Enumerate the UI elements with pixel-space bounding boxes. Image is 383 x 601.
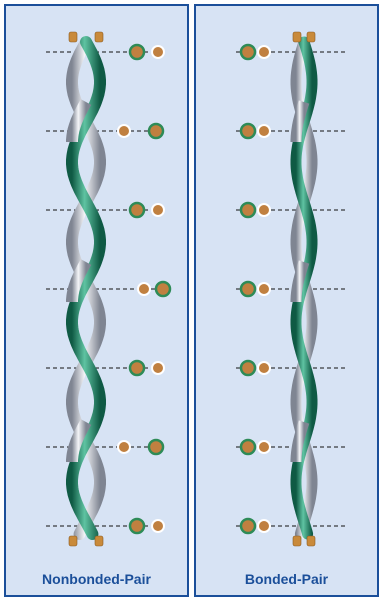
green-conductor-section-dot	[239, 43, 257, 61]
bonded-pair-caption: Bonded-Pair	[244, 571, 329, 587]
silver-conductor-segment	[66, 99, 92, 142]
copper-conductor-end	[292, 31, 302, 43]
silver-conductor-segment	[290, 100, 310, 142]
silver-conductor-section-dot	[257, 519, 271, 533]
silver-conductor-section-dot	[257, 282, 271, 296]
silver-conductor-section-dot	[151, 45, 165, 59]
silver-conductor-segment	[66, 419, 92, 462]
silver-conductor-section-dot	[257, 203, 271, 217]
silver-conductor-segment	[290, 420, 310, 462]
silver-conductor-section-dot	[117, 124, 131, 138]
copper-conductor-end	[306, 535, 316, 547]
green-conductor-section-dot	[239, 201, 257, 219]
green-conductor-section-dot	[147, 122, 165, 140]
green-conductor-section-dot	[128, 201, 146, 219]
silver-conductor-section-dot	[137, 282, 151, 296]
nonbonded-pair-diagram	[46, 31, 172, 547]
copper-conductor-end	[94, 31, 104, 43]
nonbonded-pair-caption: Nonbonded-Pair	[42, 571, 151, 587]
bonded-pair-panel: Bonded-Pair	[194, 4, 379, 597]
copper-conductor-end	[94, 535, 104, 547]
green-conductor-section-dot	[147, 438, 165, 456]
green-conductor-section-dot	[239, 438, 257, 456]
green-conductor-section-dot	[239, 359, 257, 377]
green-conductor-section-dot	[128, 359, 146, 377]
silver-conductor-section-dot	[117, 440, 131, 454]
silver-conductor-section-dot	[257, 440, 271, 454]
bonded-pair-diagram	[236, 31, 346, 547]
copper-conductor-end	[292, 535, 302, 547]
copper-conductor-end	[68, 31, 78, 43]
silver-conductor-section-dot	[257, 124, 271, 138]
nonbonded-pair-panel: Nonbonded-Pair	[4, 4, 189, 597]
green-conductor-section-dot	[128, 43, 146, 61]
green-conductor	[66, 36, 106, 540]
silver-conductor-section-dot	[151, 203, 165, 217]
silver-conductor-section-dot	[151, 519, 165, 533]
green-conductor-section-dot	[239, 517, 257, 535]
silver-conductor-section-dot	[151, 361, 165, 375]
silver-conductor-section-dot	[257, 361, 271, 375]
silver-conductor-segment	[66, 259, 92, 302]
silver-conductor-section-dot	[257, 45, 271, 59]
green-conductor-section-dot	[239, 122, 257, 140]
copper-conductor-end	[306, 31, 316, 43]
green-conductor-section-dot	[154, 280, 172, 298]
green-conductor-section-dot	[239, 280, 257, 298]
copper-conductor-end	[68, 535, 78, 547]
silver-conductor-segment	[290, 260, 310, 302]
green-conductor-section-dot	[128, 517, 146, 535]
